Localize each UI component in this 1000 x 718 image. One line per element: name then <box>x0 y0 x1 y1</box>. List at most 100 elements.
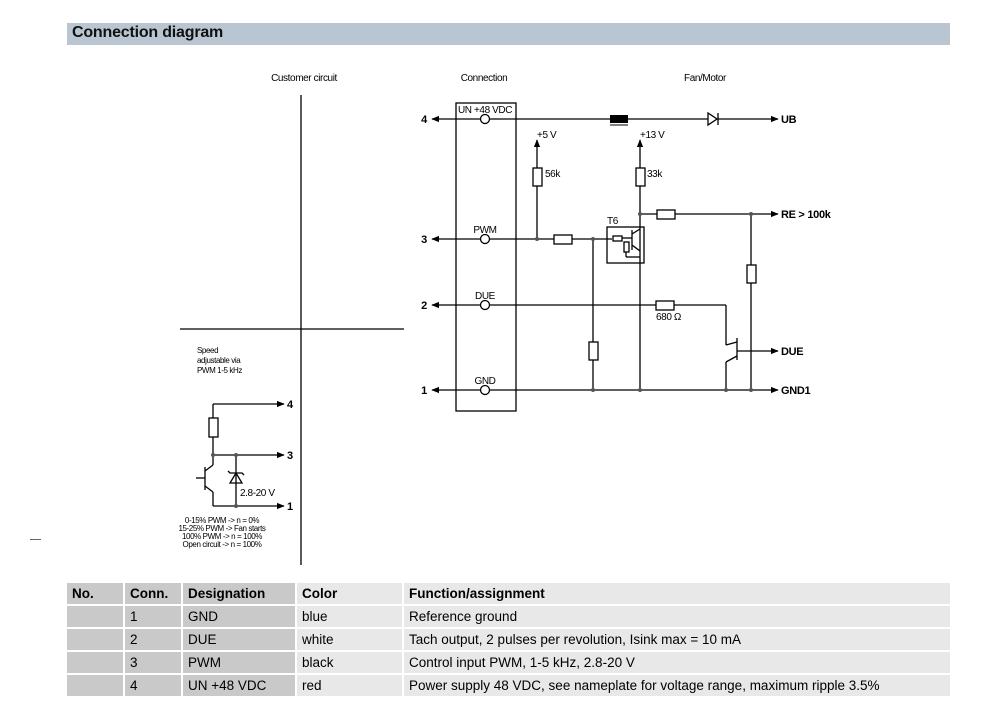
resistor-pwm-pulldown <box>588 341 599 361</box>
due-transistor-emitter <box>725 355 738 363</box>
customer-pin-3: 3 <box>287 450 293 462</box>
output-re-label: RE > 100k <box>781 209 832 221</box>
cell-conn: 3 <box>123 652 181 673</box>
output-due-label: DUE <box>781 346 803 358</box>
customer-circuit-header: Customer circuit <box>271 73 337 84</box>
transistor-t6-label: T6 <box>607 216 619 227</box>
supply-13v-label: +13 V <box>640 130 665 141</box>
due-transistor-collector <box>725 341 738 346</box>
pin-name-due: DUE <box>475 291 496 302</box>
junction-dot <box>749 212 753 216</box>
pwm-note-3: 100% PWM -> n = 100% <box>182 532 262 541</box>
junction-dot <box>234 453 238 457</box>
cell-no <box>67 629 123 650</box>
resistor-56k-label: 56k <box>545 169 561 180</box>
pin2-terminal <box>479 299 491 311</box>
zener-diode <box>228 471 244 484</box>
header-function: Function/assignment <box>402 583 950 604</box>
resistor-33k <box>635 167 646 187</box>
cell-function: Reference ground <box>402 606 950 627</box>
pin-name-pwm: PWM <box>473 225 496 236</box>
cell-designation: UN +48 VDC <box>181 675 295 696</box>
junction-dot <box>638 388 642 392</box>
supply-5v-label: +5 V <box>537 130 557 141</box>
pin3-terminal <box>479 233 491 245</box>
cell-designation: DUE <box>181 629 295 650</box>
cell-conn: 1 <box>123 606 181 627</box>
cell-no <box>67 606 123 627</box>
junction-dot <box>211 453 215 457</box>
customer-note-line1: Speed <box>197 346 218 355</box>
junction-dot <box>591 388 595 392</box>
table-row: 3 PWM black Control input PWM, 1-5 kHz, … <box>67 652 950 673</box>
zener-voltage-label: 2.8-20 V <box>240 488 275 499</box>
junction-dot <box>535 237 539 241</box>
cell-color: blue <box>295 606 402 627</box>
resistor-re <box>656 209 676 220</box>
section-header: Connection diagram <box>67 23 950 45</box>
cell-color: black <box>295 652 402 673</box>
connection-table: No. Conn. Designation Color Function/ass… <box>67 581 950 698</box>
customer-transistor-collector <box>204 464 214 472</box>
junction-dot <box>591 237 595 241</box>
cell-conn: 4 <box>123 675 181 696</box>
connector-box <box>455 102 517 412</box>
junction-dot <box>724 388 728 392</box>
cell-color: white <box>295 629 402 650</box>
choke-icon <box>610 115 628 123</box>
customer-resistor <box>208 417 219 438</box>
pwm-note-1: 0-15% PWM -> n = 0% <box>185 516 259 525</box>
page-margin-mark <box>30 539 41 540</box>
t6-input-resistor <box>612 235 623 242</box>
cell-designation: GND <box>181 606 295 627</box>
resistor-56k <box>532 167 543 187</box>
customer-pin-1: 1 <box>287 501 293 513</box>
cell-no <box>67 652 123 673</box>
pin-name-gnd: GND <box>474 376 495 387</box>
table-header-row: No. Conn. Designation Color Function/ass… <box>67 583 950 604</box>
connection-header: Connection <box>461 73 508 84</box>
pin-number-4: 4 <box>421 114 428 126</box>
table-row: 4 UN +48 VDC red Power supply 48 VDC, se… <box>67 675 950 696</box>
t6-shunt-resistor <box>623 241 630 253</box>
cell-color: red <box>295 675 402 696</box>
resistor-680-label: 680 Ω <box>656 312 682 323</box>
cell-designation: PWM <box>181 652 295 673</box>
t6-emitter <box>631 244 641 252</box>
diode-icon <box>707 111 719 127</box>
pwm-note-2: 15-25% PWM -> Fan starts <box>178 524 265 533</box>
customer-note-line3: PWM 1-5 kHz <box>197 366 242 375</box>
pwm-note-4: Open circuit -> n = 100% <box>183 540 262 549</box>
connection-diagram: Customer circuit Connection Fan/Motor 4 … <box>178 73 832 565</box>
junction-dot <box>749 388 753 392</box>
pin1-terminal <box>479 384 491 396</box>
header-color: Color <box>295 583 402 604</box>
customer-note-line2: adjustable via <box>197 356 241 365</box>
output-ub-label: UB <box>781 114 797 126</box>
output-gnd1-label: GND1 <box>781 385 811 397</box>
cell-function: Tach output, 2 pulses per revolution, Is… <box>402 629 950 650</box>
cell-conn: 2 <box>123 629 181 650</box>
t6-collector <box>631 228 641 235</box>
customer-transistor-emitter <box>204 485 214 493</box>
fan-motor-header: Fan/Motor <box>684 73 727 84</box>
pin-number-1: 1 <box>421 385 427 397</box>
resistor-680 <box>655 300 675 311</box>
cell-no <box>67 675 123 696</box>
junction-dot <box>638 212 642 216</box>
cell-function: Power supply 48 VDC, see nameplate for v… <box>402 675 950 696</box>
header-conn: Conn. <box>123 583 181 604</box>
resistor-33k-label: 33k <box>647 169 663 180</box>
cell-function: Control input PWM, 1-5 kHz, 2.8-20 V <box>402 652 950 673</box>
junction-dot <box>234 504 238 508</box>
t6-box <box>606 226 645 264</box>
header-designation: Designation <box>181 583 295 604</box>
resistor-re-pullup <box>746 264 757 284</box>
pin4-terminal <box>479 113 491 125</box>
resistor-pwm-series <box>553 234 573 245</box>
pin-number-2: 2 <box>421 300 427 312</box>
customer-pin-4: 4 <box>287 399 294 411</box>
table-row: 2 DUE white Tach output, 2 pulses per re… <box>67 629 950 650</box>
header-no: No. <box>67 583 123 604</box>
section-title: Connection diagram <box>72 24 224 41</box>
